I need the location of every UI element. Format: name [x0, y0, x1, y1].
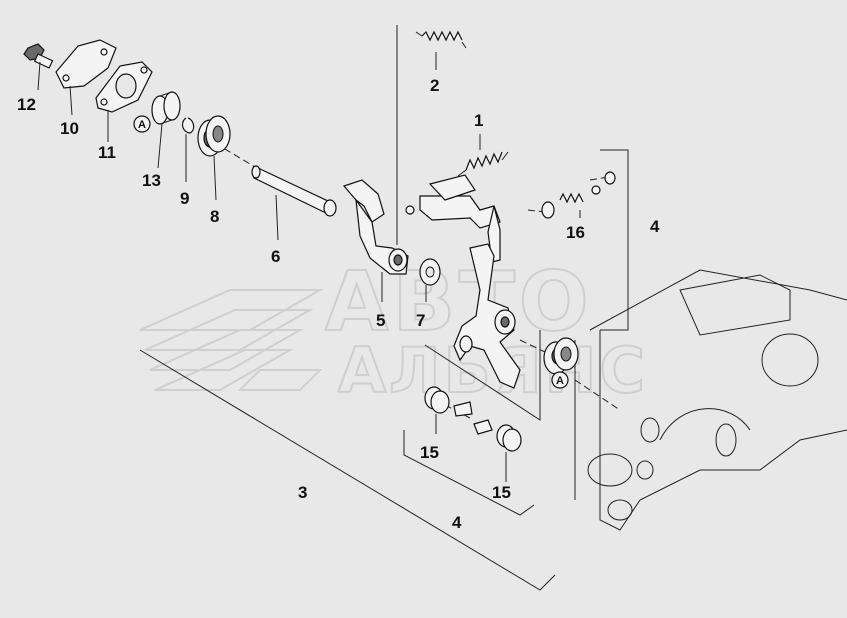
- callout-1: 1: [474, 111, 483, 130]
- watermark-logo-icon: [139, 289, 324, 391]
- bearing-right: [543, 337, 579, 375]
- bolt-12: [23, 43, 54, 91]
- callout-11: 11: [98, 143, 116, 162]
- bearing-8: [197, 115, 231, 201]
- callout-4-right: 4: [650, 217, 660, 236]
- washer-7: [419, 258, 441, 302]
- callout-12: 12: [17, 95, 36, 114]
- flange-plate-10: [55, 39, 117, 116]
- callout-2: 2: [430, 76, 439, 95]
- callout-16: 16: [566, 223, 585, 242]
- watermark-line1: АВТО: [325, 255, 593, 350]
- gasket-11: [95, 61, 153, 142]
- callout-6: 6: [271, 247, 280, 266]
- callout-13: 13: [142, 171, 161, 190]
- engine-block: [574, 269, 847, 531]
- watermark: АВТО АЛЬЯНС: [139, 254, 646, 408]
- spring-1: [457, 134, 509, 177]
- roller-15a: [424, 386, 473, 434]
- callout-4-bottom: 4: [452, 513, 462, 532]
- callout-15-left: 15: [420, 443, 439, 462]
- marker-a-left: A: [133, 115, 151, 133]
- assembly-brackets: [139, 25, 629, 591]
- spring-2: [415, 30, 467, 70]
- roller-15b: [473, 419, 522, 482]
- callout-15-right: 15: [492, 483, 511, 502]
- bushing-13: [151, 91, 181, 169]
- marker-a-right: A: [551, 371, 569, 389]
- svg-text:A: A: [556, 375, 564, 387]
- callout-10: 10: [60, 119, 79, 138]
- svg-text:A: A: [138, 119, 146, 131]
- lever-5: [355, 197, 409, 302]
- fitting-16: [541, 171, 616, 219]
- circlip-9: [181, 117, 195, 182]
- shaft-6: [251, 165, 337, 241]
- callout-8: 8: [210, 207, 219, 226]
- lever-lower: [453, 243, 521, 389]
- callout-7: 7: [416, 311, 425, 330]
- callout-5: 5: [376, 311, 385, 330]
- callout-3: 3: [298, 483, 307, 502]
- callout-9: 9: [180, 189, 189, 208]
- callouts: 1 2 3 4 4 5 6 7 8 9 10 11 12 13 15 15 16: [17, 76, 660, 532]
